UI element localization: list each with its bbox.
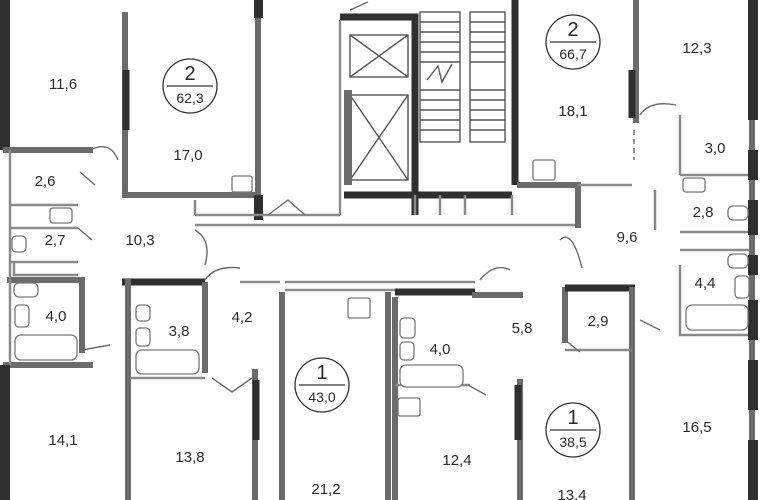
sink-icon: [399, 341, 415, 361]
bathtub-icon: [399, 364, 464, 388]
room-area-label: 4,4: [695, 275, 716, 292]
sanitary-fixtures: [11, 159, 750, 417]
apartment-room-count: 1: [316, 362, 327, 384]
room-area-label: 14,1: [48, 432, 77, 449]
sink-icon: [532, 159, 556, 181]
apartment-badge-38-5: 1 38,5: [545, 402, 601, 458]
room-area-label: 2,9: [588, 313, 609, 330]
room-area-label: 3,0: [705, 140, 726, 157]
room-area-label: 16,5: [682, 419, 711, 436]
room-area-label: 2,8: [693, 204, 714, 221]
room-area-label: 9,6: [617, 229, 638, 246]
room-area-label: 4,0: [430, 341, 451, 358]
apartment-area: 62,3: [176, 90, 203, 106]
room-area-label: 2,7: [45, 232, 66, 249]
apartment-area: 43,0: [308, 389, 335, 405]
room-labels: 11,6 17,0 2,6 2,7 10,3 4,0 3,8 4,2 14,1 …: [35, 40, 726, 500]
apartment-badge-43-0: 1 43,0: [294, 357, 350, 413]
sink-icon: [734, 275, 750, 299]
room-area-label: 18,1: [558, 103, 587, 120]
sink-icon: [347, 297, 371, 319]
room-area-label: 12,4: [442, 452, 471, 469]
sink-icon: [397, 397, 421, 417]
room-area-label: 5,8: [512, 320, 533, 337]
bathtub-icon: [135, 349, 200, 375]
room-area-label: 3,8: [169, 323, 190, 340]
room-area-label: 13,4: [557, 487, 586, 500]
elevator-shafts: [344, 34, 409, 185]
room-area-label: 12,3: [682, 40, 711, 57]
bathtub-icon: [685, 304, 749, 331]
room-area-label: 2,6: [35, 173, 56, 190]
room-area-label: 10,3: [125, 232, 154, 249]
staircase: [419, 11, 506, 143]
room-area-label: 4,0: [46, 308, 67, 325]
sink-icon: [49, 207, 73, 224]
apartment-room-count: 2: [567, 19, 578, 41]
toilet-icon: [399, 317, 416, 339]
doors: [77, 1, 677, 396]
bathtub-icon: [14, 334, 78, 361]
apartment-badge-62-3: 2 62,3: [162, 58, 218, 114]
toilet-icon: [13, 282, 39, 298]
toilet-icon: [727, 205, 749, 221]
room-area-label: 17,0: [173, 147, 202, 164]
sink-icon: [682, 177, 706, 193]
toilet-icon: [11, 235, 27, 253]
apartment-room-count: 2: [184, 63, 195, 85]
sink-icon: [14, 304, 30, 328]
room-area-label: 21,2: [311, 481, 340, 498]
room-area-label: 13,8: [175, 449, 204, 466]
apartment-room-count: 1: [567, 407, 578, 429]
sink-icon: [135, 327, 151, 347]
apartment-area: 66,7: [559, 46, 586, 62]
apartment-badge-66-7: 2 66,7: [545, 14, 601, 70]
toilet-icon: [727, 253, 749, 269]
room-area-label: 11,6: [49, 76, 77, 93]
room-area-label: 4,2: [232, 309, 253, 326]
sink-icon: [231, 175, 253, 193]
apartment-area: 38,5: [559, 434, 586, 450]
exterior-wall-left-top: [0, 0, 10, 150]
toilet-icon: [135, 304, 151, 322]
